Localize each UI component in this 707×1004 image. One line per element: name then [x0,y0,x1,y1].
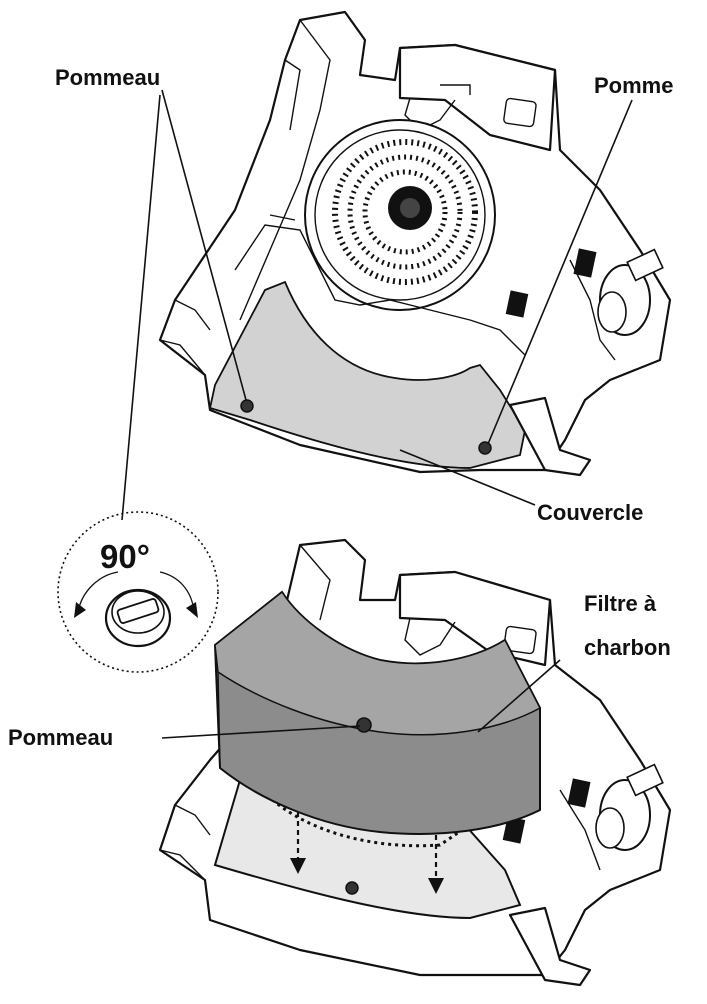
top-junction-box [398,43,557,152]
label-couvercle: Couvercle [537,500,643,525]
knob-left-icon [240,399,254,413]
bottom-motor [502,763,664,871]
filtre-a-charbon [213,590,542,835]
top-hood-assembly [158,10,672,477]
bottom-junction-box [398,570,552,667]
top-outlet-duct [508,396,592,477]
rotation-inset: 90° [57,511,219,673]
label-pommeau-top-right: Pomme [594,73,673,98]
rotation-angle: 90° [100,538,150,575]
label-pommeau-bottom: Pommeau [8,725,113,750]
bottom-hood-assembly [158,538,672,987]
leader-lines [121,89,633,739]
knob-rotation-icon [104,588,172,648]
label-filtre-line1: Filtre à [584,591,657,616]
top-fan [304,119,496,311]
top-motor [505,248,664,361]
label-filtre-line2: charbon [584,635,671,660]
knob-right-icon [478,441,492,455]
inset-circle [57,511,219,673]
bottom-outlet-duct [508,906,592,987]
label-pommeau-top-left: Pommeau [55,65,160,90]
